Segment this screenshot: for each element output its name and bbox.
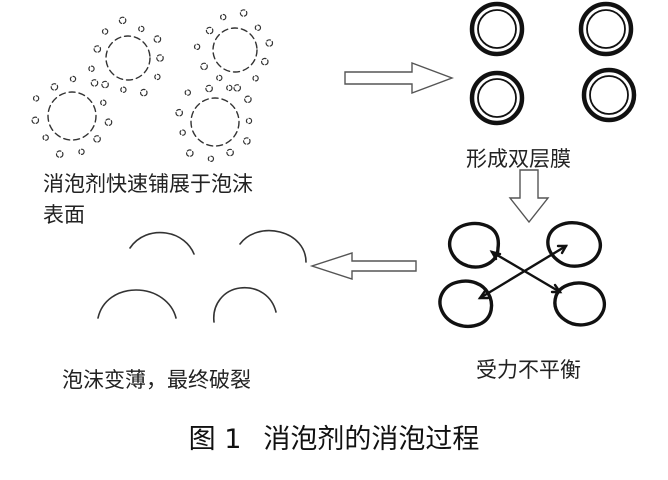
defoamer-droplet <box>69 75 77 83</box>
defoamer-droplet <box>260 57 269 66</box>
defoamer-droplet <box>140 88 148 97</box>
defoamer-droplet <box>179 129 186 136</box>
defoamer-droplet <box>244 95 252 104</box>
broken-bubble <box>129 231 195 255</box>
broken-bubble <box>239 229 307 263</box>
deformed-bubble <box>448 221 501 269</box>
defoamer-droplet <box>55 150 64 158</box>
broken-bubble <box>97 289 177 319</box>
defoamer-droplet <box>50 83 59 91</box>
defoamer-droplet <box>193 43 201 50</box>
defoamer-droplet <box>205 26 214 35</box>
label-thinning: 泡沫变薄，最终破裂 <box>62 368 251 392</box>
arrow-down <box>508 169 550 224</box>
deformed-bubble <box>553 281 606 327</box>
arrow-left <box>309 252 417 280</box>
deformed-bubble <box>438 279 494 329</box>
defoamer-droplet <box>242 137 251 145</box>
bubble-with-droplets <box>88 16 164 97</box>
defoamer-droplet <box>93 45 102 53</box>
stage-thinning-rupture <box>97 229 307 323</box>
defoamer-droplet <box>90 79 99 87</box>
defoamer-droplet <box>265 39 274 47</box>
defoamer-droplet <box>32 95 40 102</box>
deformed-bubble <box>546 221 602 268</box>
defoamer-droplet <box>254 24 262 31</box>
defoamer-droplet <box>207 155 215 163</box>
defoamer-droplet <box>252 75 259 82</box>
label-unbalanced: 受力不平衡 <box>476 358 581 382</box>
defoamer-droplet <box>226 148 234 157</box>
defoamer-droplet <box>118 16 127 25</box>
figure-caption: 图 1 消泡剂的消泡过程 <box>0 422 668 458</box>
defoamer-droplet <box>93 135 101 143</box>
defoamer-droplet <box>138 25 145 33</box>
defoamer-droplet <box>216 74 223 82</box>
label-bilayer: 形成双层膜 <box>466 147 571 171</box>
defoamer-droplet <box>220 13 227 21</box>
defoamer-droplet <box>226 84 233 92</box>
defoamer-droplet <box>104 118 113 126</box>
stage-defoamer-spreading <box>31 9 274 163</box>
defoamer-droplet <box>153 35 162 43</box>
defoamer-droplet <box>100 99 107 106</box>
stage-bilayer-film <box>469 1 637 126</box>
figure-number: 图 1 <box>188 424 242 455</box>
defoamer-droplet <box>233 84 242 92</box>
label-spreading-line2: 表面 <box>43 203 85 227</box>
defoamer-droplet <box>184 89 191 96</box>
defoamer-droplet <box>101 80 109 89</box>
arrow-right <box>344 61 454 95</box>
defoamer-droplet <box>175 108 184 117</box>
defoamer-droplet <box>245 117 253 125</box>
defoamer-droplet <box>31 116 40 125</box>
defoamer-droplet <box>156 54 164 62</box>
bubble-with-droplets <box>193 9 274 92</box>
bilayer-bubble <box>578 1 634 57</box>
bubble-with-droplets <box>31 75 113 158</box>
defoamer-droplet <box>200 62 208 71</box>
defoamer-droplet <box>42 134 49 141</box>
broken-bubble <box>213 287 277 323</box>
bilayer-bubble <box>469 70 525 126</box>
defoamer-droplet <box>78 148 85 156</box>
defoamer-droplet <box>239 9 248 17</box>
defoamer-droplet <box>88 65 95 72</box>
label-spreading-line1: 消泡剂快速铺展于泡沫 <box>43 172 253 196</box>
figure-title: 消泡剂的消泡过程 <box>263 424 480 455</box>
bilayer-bubble <box>581 67 637 123</box>
defoamer-droplet <box>120 86 127 93</box>
stage-unbalanced-force <box>438 221 606 329</box>
defoamer-droplet <box>205 84 213 93</box>
bilayer-bubble <box>469 1 525 57</box>
bubble-with-droplets <box>175 84 253 163</box>
defoamer-droplet <box>154 73 161 81</box>
defoamer-droplet <box>185 149 194 157</box>
defoamer-droplet <box>101 28 109 35</box>
